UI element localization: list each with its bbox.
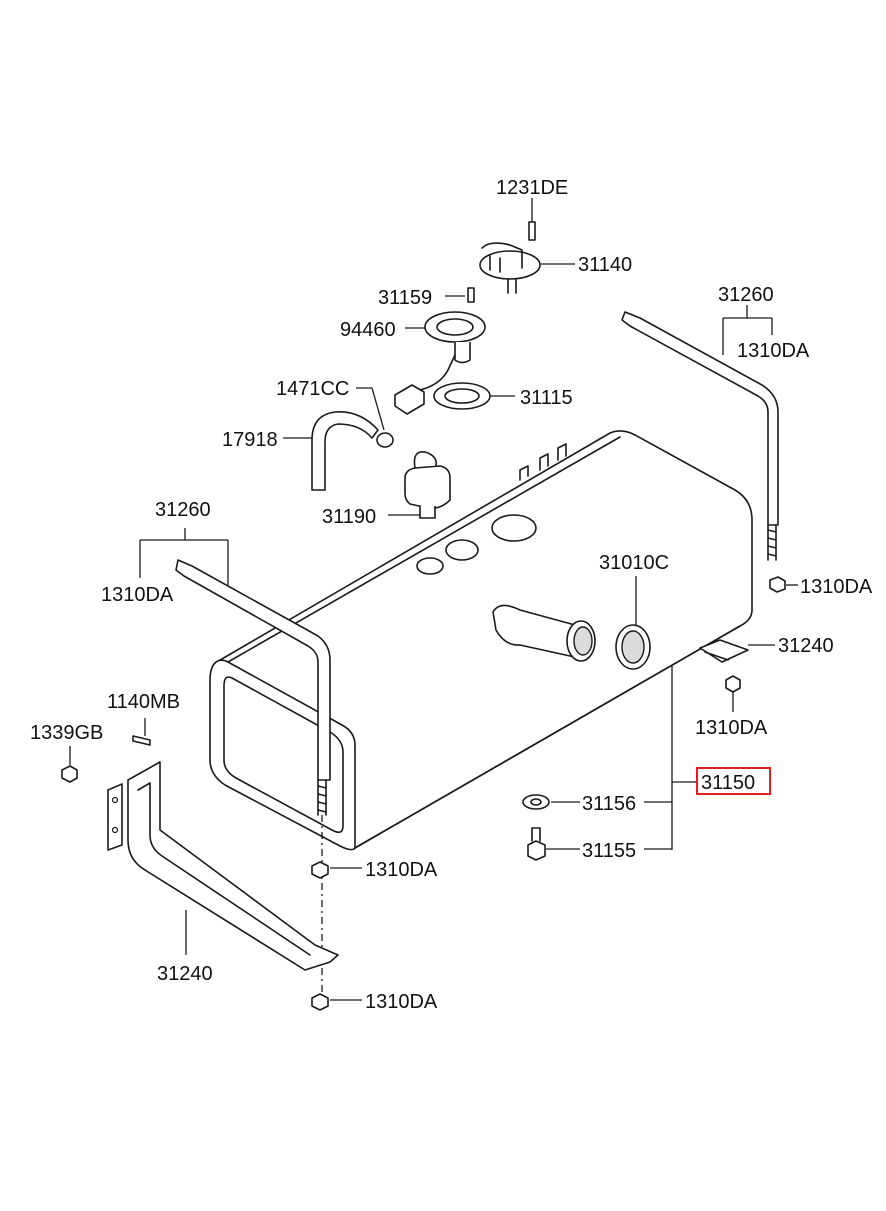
bracket-right[interactable] [699, 639, 775, 712]
label-1310DA-mid[interactable]: 1310DA [365, 859, 438, 881]
label-1310DA-right[interactable]: 1310DA [737, 340, 810, 362]
label-31260-right[interactable]: 31260 [718, 284, 774, 306]
strap-left[interactable] [139, 528, 331, 816]
label-1310DA-left[interactable]: 1310DA [101, 584, 174, 606]
label-1310DA-nut-right2[interactable]: 1310DA [695, 717, 768, 739]
rollover-valve[interactable] [388, 451, 451, 519]
alignment-and-nuts [311, 815, 362, 1011]
label-31010C[interactable]: 31010C [599, 552, 669, 574]
hose-and-clamp[interactable] [283, 387, 394, 491]
label-31150[interactable]: 31150 [701, 772, 755, 794]
label-1140MB[interactable]: 1140MB [107, 691, 180, 713]
label-31156[interactable]: 31156 [582, 793, 636, 815]
label-31159[interactable]: 31159 [378, 287, 432, 309]
label-31190[interactable]: 31190 [322, 506, 376, 528]
filler-cap[interactable] [615, 576, 651, 670]
bracket-left[interactable] [61, 718, 339, 971]
fuel-tank[interactable] [209, 430, 753, 851]
label-31240-right[interactable]: 31240 [778, 635, 834, 657]
drain-plug-group[interactable] [522, 665, 697, 861]
highlight-box-31150 [696, 767, 771, 795]
part-labels: 1231DE 31140 31159 94460 1471CC 31115 17… [30, 177, 873, 1013]
label-1339GB[interactable]: 1339GB [30, 722, 103, 744]
label-31240-left[interactable]: 31240 [157, 963, 213, 985]
label-31155[interactable]: 31155 [582, 840, 636, 862]
label-31115[interactable]: 31115 [520, 387, 573, 409]
label-1310DA-nut-right[interactable]: 1310DA [800, 576, 873, 598]
label-94460[interactable]: 94460 [340, 319, 396, 341]
label-1310DA-bottom[interactable]: 1310DA [365, 991, 438, 1013]
strap-right[interactable] [621, 305, 798, 593]
label-1231DE[interactable]: 1231DE [496, 177, 568, 199]
label-31140[interactable]: 31140 [578, 254, 632, 276]
label-31260-left[interactable]: 31260 [155, 499, 211, 521]
label-17918[interactable]: 17918 [222, 429, 278, 451]
label-1471CC[interactable]: 1471CC [276, 378, 349, 400]
sender-unit-parts[interactable] [394, 198, 575, 415]
